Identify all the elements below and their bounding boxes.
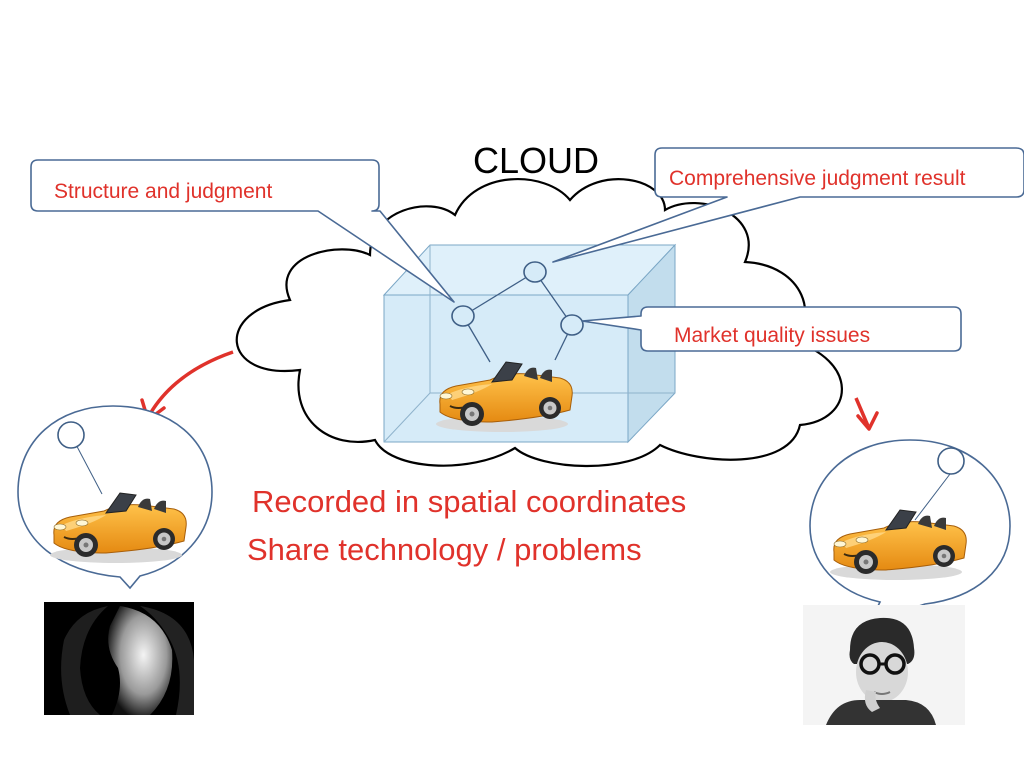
speech-bubble-right: [809, 439, 1011, 624]
cloud-title: CLOUD: [473, 140, 600, 181]
person-photo-right: [803, 605, 965, 725]
speech-bubble-left: [17, 405, 213, 590]
person-photo-left: [44, 602, 194, 715]
arrow-right: [854, 397, 879, 431]
statement-recorded: Recorded in spatial coordinates: [252, 484, 687, 519]
statement-share: Share technology / problems: [247, 532, 642, 567]
node-market: [560, 314, 584, 336]
callout-market: [581, 306, 962, 352]
node-comprehensive: [523, 261, 547, 283]
callout-market-label: Market quality issues: [674, 324, 871, 347]
callout-structure-label: Structure and judgment: [54, 180, 273, 203]
node-left: [57, 421, 85, 449]
node-structure: [451, 305, 475, 327]
arrow-left: [140, 350, 234, 422]
callout-structure: [30, 159, 455, 303]
callout-comprehensive-label: Comprehensive judgment result: [669, 167, 966, 190]
node-network: [451, 261, 584, 363]
callout-comprehensive: [552, 147, 1024, 263]
node-right: [937, 447, 965, 475]
